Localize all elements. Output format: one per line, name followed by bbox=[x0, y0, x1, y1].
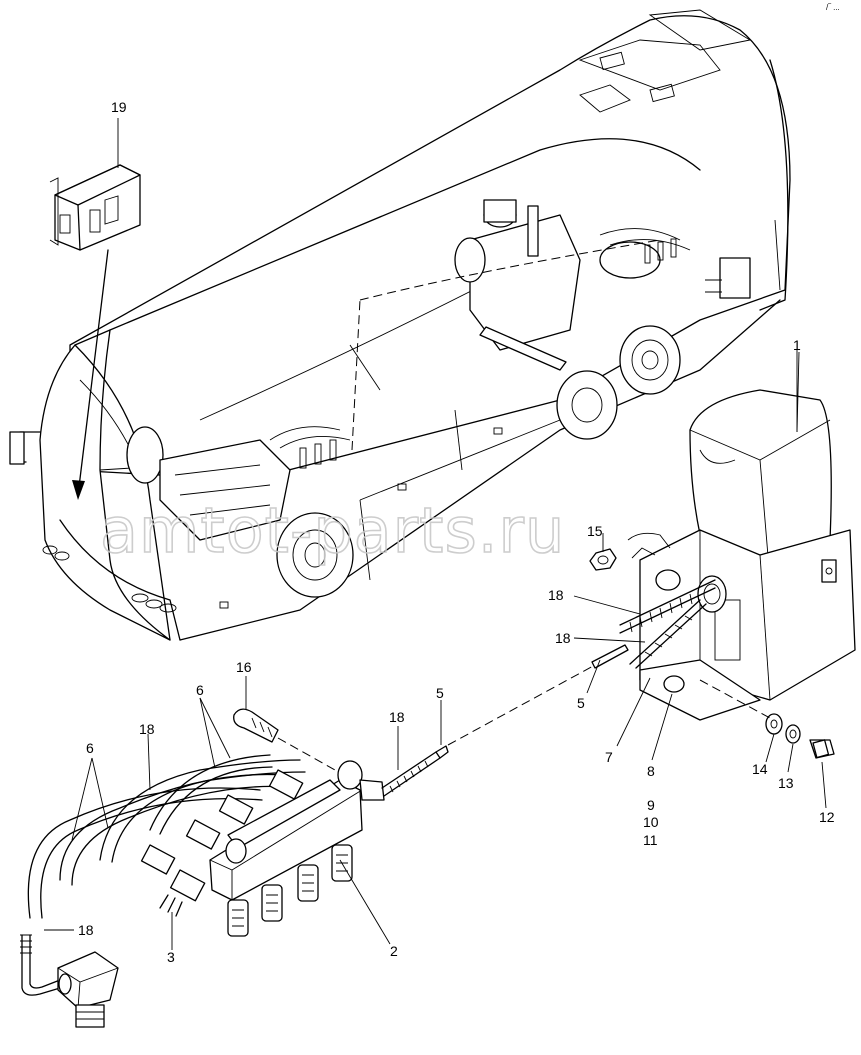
ecu-assembly-part-1 bbox=[589, 350, 856, 759]
callout-3: 3 bbox=[167, 949, 175, 965]
callout-7: 7 bbox=[605, 749, 613, 765]
callout-labels: 19 1 15 18 18 5 7 8 9 10 11 14 13 12 16 … bbox=[78, 99, 835, 965]
callout-2: 2 bbox=[390, 943, 398, 959]
callout-9: 9 bbox=[647, 797, 655, 813]
callout-15: 15 bbox=[587, 523, 603, 539]
corner-mark: /‾ ... bbox=[826, 3, 840, 12]
callout-6-left: 6 bbox=[86, 740, 94, 756]
callout-14: 14 bbox=[752, 761, 768, 777]
callout-6-upper: 6 bbox=[196, 682, 204, 698]
bus-illustration bbox=[9, 9, 791, 641]
callout-1: 1 bbox=[793, 337, 801, 353]
callout-18-left: 18 bbox=[139, 721, 155, 737]
sensor-harness-assembly bbox=[20, 644, 629, 1028]
callout-13: 13 bbox=[778, 775, 794, 791]
callout-18-upper: 18 bbox=[548, 587, 564, 603]
callout-16: 16 bbox=[236, 659, 252, 675]
callout-5-left: 5 bbox=[436, 685, 444, 701]
watermark-text: amtot-parts.ru bbox=[100, 494, 565, 567]
callout-12: 12 bbox=[819, 809, 835, 825]
callout-5-right: 5 bbox=[577, 695, 585, 711]
callout-10: 10 bbox=[643, 814, 659, 830]
callout-8: 8 bbox=[647, 763, 655, 779]
module-part-19 bbox=[49, 118, 141, 500]
leader-lines bbox=[44, 351, 827, 950]
callout-18-lower: 18 bbox=[555, 630, 571, 646]
callout-18-mid: 18 bbox=[389, 709, 405, 725]
callout-11: 11 bbox=[643, 832, 658, 848]
callout-19: 19 bbox=[111, 99, 127, 115]
callout-18-bottom: 18 bbox=[78, 922, 94, 938]
